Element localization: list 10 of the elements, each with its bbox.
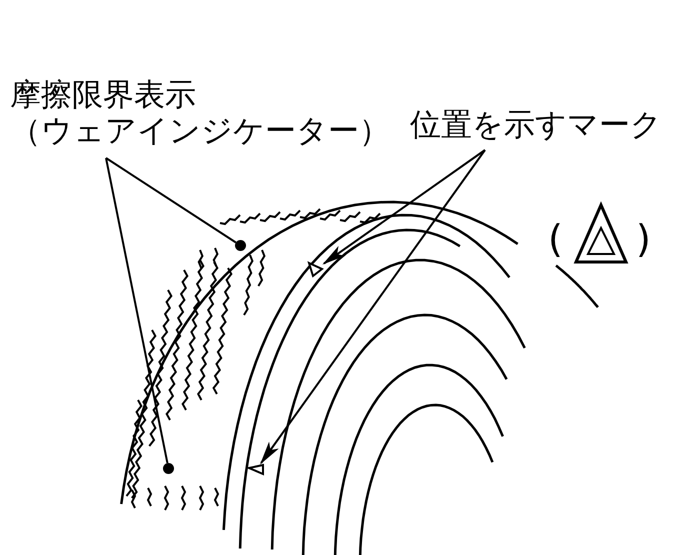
parenthesis-label: ) [636, 220, 651, 258]
wear-indicator-dot [163, 463, 174, 474]
triangle-mark-icon [247, 463, 266, 476]
leader-line [105, 157, 236, 244]
arrow [260, 149, 486, 465]
triangle-mark-icon [307, 261, 324, 278]
parenthesis-label: ( [548, 220, 563, 258]
wear-indicator-dot [235, 240, 246, 251]
arrow [322, 149, 486, 265]
leader-line [105, 158, 168, 464]
